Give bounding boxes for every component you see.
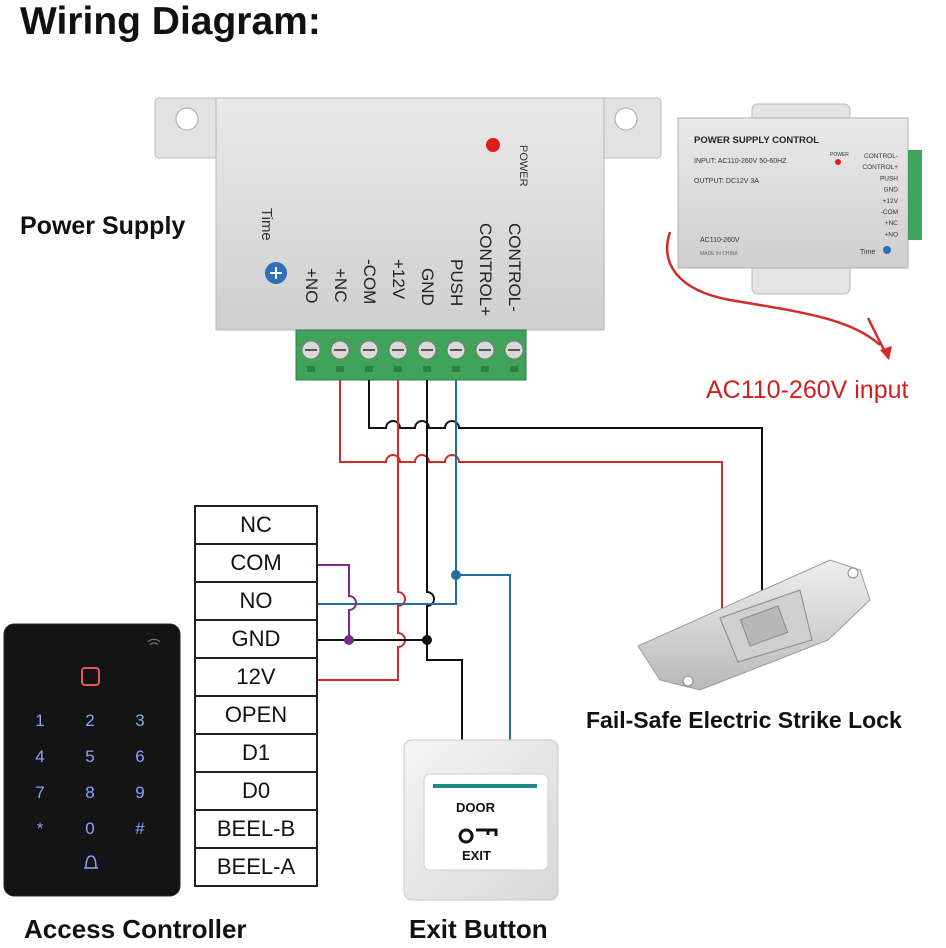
photo-input: INPUT: AC110-260V 50-60HZ (694, 158, 787, 165)
keypad-key[interactable]: 8 (85, 783, 94, 802)
exit-plate-exit: EXIT (462, 848, 491, 863)
ps-terminal-label: PUSH (447, 259, 466, 306)
controller-terminal-row: D1 (194, 735, 318, 773)
lock-label: Fail-Safe Electric Strike Lock (586, 707, 902, 733)
photo-time: Time (860, 249, 875, 256)
keypad-key[interactable]: 9 (135, 783, 144, 802)
keypad-key[interactable]: 3 (135, 711, 144, 730)
exit-button-plate (403, 739, 559, 901)
keypad-key[interactable]: 4 (35, 747, 44, 766)
ac-input-label: AC110-260V input (706, 376, 909, 404)
keypad-key[interactable]: * (37, 819, 44, 838)
access-controller-label: Access Controller (24, 914, 247, 944)
time-label: Time (258, 208, 275, 241)
controller-terminal-row: 12V (194, 659, 318, 697)
exit-button-label: Exit Button (409, 914, 548, 944)
controller-terminal-row: D0 (194, 773, 318, 811)
page-title: Wiring Diagram: (20, 0, 321, 43)
ps-terminal-label: GND (418, 268, 437, 306)
wifi-icon (147, 638, 161, 646)
ps-terminal-label: CONTROL- (505, 223, 524, 312)
exit-plate-door: DOOR (456, 800, 496, 815)
photo-terminal-label: CONTROL- (864, 153, 898, 160)
keypad-key[interactable]: 0 (85, 819, 94, 838)
photo-terminal-label: -COM (881, 209, 898, 216)
keypad-key[interactable]: 2 (85, 711, 94, 730)
ps-terminal-label: +NO (302, 268, 321, 303)
photo-output: OUTPUT: DC12V 3A (694, 178, 759, 185)
ps-terminal-label: -COM (360, 259, 379, 304)
photo-terminal-label: GND (884, 187, 899, 194)
controller-terminal-row: NC (194, 505, 318, 545)
keypad-key[interactable]: 6 (135, 747, 144, 766)
bell-icon (84, 855, 98, 869)
controller-terminal-row: COM (194, 545, 318, 583)
power-label: POWER (517, 145, 529, 187)
photo-terminal-label: +12V (883, 198, 899, 205)
power-led-icon (486, 138, 500, 152)
controller-terminal-row: BEEL-B (194, 811, 318, 849)
photo-terminal-label: CONTROL+ (862, 164, 898, 171)
rfid-icon (81, 667, 100, 686)
photo-terminal-label: +NC (885, 220, 898, 227)
power-supply-photo (665, 103, 922, 360)
keypad-key[interactable]: 7 (35, 783, 44, 802)
controller-terminal-row: GND (194, 621, 318, 659)
ps-terminal-label: +NC (331, 268, 350, 302)
power-supply-box (154, 97, 662, 381)
photo-terminal-label: PUSH (880, 175, 898, 182)
photo-terminal-label: +NO (884, 231, 898, 238)
keypad-key[interactable]: # (135, 819, 145, 838)
controller-terminal-row: OPEN (194, 697, 318, 735)
keypad-key[interactable]: 1 (35, 711, 44, 730)
controller-terminal-row: BEEL-A (194, 849, 318, 887)
controller-terminal-row: NO (194, 583, 318, 621)
ps-terminal-label: +12V (389, 259, 408, 300)
electric-strike-lock (637, 559, 871, 691)
key-icon (458, 828, 498, 844)
photo-power: POWER (830, 152, 849, 158)
access-keypad (3, 623, 181, 897)
power-supply-label: Power Supply (20, 212, 186, 240)
wires (318, 380, 763, 742)
keypad-key[interactable]: 5 (85, 747, 94, 766)
photo-made: MADE IN CHINA (700, 251, 738, 257)
ps-terminal-label: CONTROL+ (476, 223, 495, 316)
photo-model: AC110-260V (700, 237, 740, 244)
photo-brand: POWER SUPPLY CONTROL (694, 135, 819, 146)
